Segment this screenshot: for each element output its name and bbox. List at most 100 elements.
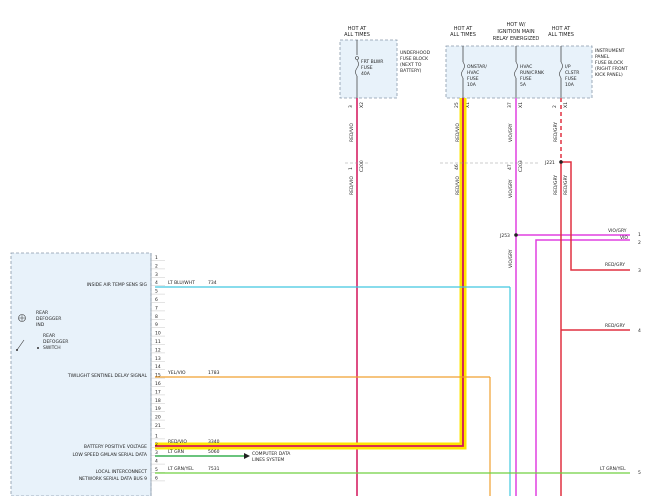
right-ref-label-2: VIO: [620, 235, 628, 241]
switch-terminal-icon: [37, 347, 39, 349]
j253-splice: [514, 233, 518, 237]
module-pin-8: 8: [155, 314, 158, 320]
wire-color-734: LT BLU/WHT: [168, 280, 195, 286]
wire-color-5060: LT GRN: [168, 449, 184, 455]
module-pin-11: 11: [155, 339, 161, 345]
module-pin-24: 3: [155, 450, 158, 456]
right-ref-num-4: 4: [638, 328, 641, 334]
onstar-pin-conn: X1: [465, 102, 471, 108]
wire-label-vio-gry-3: VIO/GRY: [508, 249, 514, 268]
circuit-7531: 7531: [208, 466, 220, 472]
switch-contact-icon: [16, 339, 25, 351]
rear-defogger-ind-l1: REAR: [36, 310, 48, 316]
rear-defogger-sw-l2: DEFOGGER: [43, 339, 68, 345]
module-pin-9: 9: [155, 322, 158, 328]
module-pin-6: 6: [155, 297, 158, 303]
clstr-fuse-icon: [559, 61, 563, 79]
frt-blwr-label: FRT BLWR: [361, 59, 383, 65]
right-ref-label-5: LT GRN/YEL: [600, 466, 626, 472]
computer-data-l1: COMPUTER DATA: [252, 451, 291, 457]
wire-label-red-gry-2: RED/GRY: [553, 175, 559, 195]
c203-name: C203: [518, 160, 524, 172]
circuit-5060: 5060: [208, 449, 220, 455]
module-pin-12: 12: [155, 347, 161, 353]
hot-label-ign-3: RELAY ENERGIZED: [493, 36, 540, 42]
onstar-fuse-l2: HVAC: [467, 70, 479, 76]
module-pin-4: 4: [155, 280, 158, 286]
module-pin-16: 16: [155, 381, 161, 387]
hot-label-onstar-2: ALL TIMES: [450, 32, 476, 38]
wire-label-red-vio-2: RED/VIO: [349, 176, 355, 195]
highlight-battery-circuit: [155, 98, 467, 450]
wire-label-red-vio-3: RED/VIO: [455, 123, 461, 142]
wire-label-red-vio-1: RED/VIO: [349, 123, 355, 142]
switch-pivot-icon: [16, 349, 18, 351]
wire-red-gry-ref3: [561, 161, 630, 271]
rear-defogger-ind-l3: IND: [36, 322, 45, 328]
ip-block-side-2: PANEL: [595, 54, 610, 60]
fuse-element-icon: [355, 59, 359, 77]
module-pin-2: 2: [155, 263, 158, 269]
right-ref-num-5: 5: [638, 470, 641, 476]
signal-gmlan: LOW SPEED GMLAN SERIAL DATA: [72, 452, 147, 458]
module-pin-3: 3: [155, 272, 158, 278]
underhood-pin-3: 3: [348, 105, 354, 108]
hot-label-ign-1: HOT W/: [507, 22, 526, 28]
module-pin-10: 10: [155, 331, 161, 337]
hvac-fuse-icon: [514, 61, 518, 79]
circuit-1783: 1783: [208, 370, 220, 376]
onstar-fuse-l4: 10A: [467, 82, 477, 88]
module-pin-14: 14: [155, 364, 161, 370]
module-pin-23: 2: [155, 442, 158, 448]
hot-label-onstar-1: HOT AT: [454, 26, 473, 32]
underhood-side-3: (NEXT TO: [400, 62, 422, 68]
hot-label-underhood-1: HOT AT: [348, 26, 367, 32]
underhood-fuse-block: [339, 39, 398, 99]
ip-block-side-3: FUSE BLOCK: [595, 60, 624, 66]
hot-label-clstr-1: HOT AT: [552, 26, 571, 32]
wire-color-1783: YEL/VIO: [167, 370, 186, 376]
wire-label-red-gry-3: RED/GRY: [563, 175, 569, 195]
clstr-pin-num: 2: [552, 105, 558, 108]
module-pin-25: 4: [155, 459, 158, 465]
c203-pin-47: 47: [507, 164, 513, 170]
ip-block-side-4: (RIGHT FRONT: [595, 66, 628, 72]
hvac-pin-num: 37: [507, 102, 513, 108]
signal-twilight-sentinel: TWILIGHT SENTINEL DELAY SIGNAL: [67, 373, 148, 379]
c203-pin-46: 46: [454, 164, 460, 170]
rear-defogger-sw-l1: REAR: [43, 333, 55, 339]
wire-color-7531: LT GRN/YEL: [168, 466, 194, 472]
module-pin-26: 5: [155, 467, 158, 473]
module-pin-21: 21: [155, 423, 161, 429]
hvac-fuse-l4: 5A: [520, 82, 527, 88]
hot-label-clstr-2: ALL TIMES: [548, 32, 574, 38]
right-ref-num-2: 2: [638, 240, 641, 246]
underhood-side-2: FUSE BLOCK: [400, 56, 429, 62]
hvac-fuse-l2: RUN/CRNK: [520, 70, 545, 76]
right-ref-label-3: RED/GRY: [605, 262, 625, 268]
module-pin-15: 15: [155, 373, 161, 379]
body-control-module: [10, 252, 152, 496]
right-ref-label-1: VIO/GRY: [608, 228, 627, 234]
ip-fuse-block: [445, 45, 593, 99]
j221-splice: [559, 160, 563, 164]
module-pin-19: 19: [155, 406, 161, 412]
hvac-fuse-l1: HVAC: [520, 64, 532, 70]
right-ref-num-1: 1: [638, 232, 641, 238]
underhood-pin-x2: X2: [359, 102, 365, 108]
wire-label-red-vio-4: RED/VIO: [455, 176, 461, 195]
hvac-pin-conn: X1: [518, 102, 524, 108]
module-pin-27: 6: [155, 475, 158, 481]
module-pin-17: 17: [155, 389, 161, 395]
clstr-fuse-l2: CLSTR: [565, 70, 579, 76]
module-pin-22: 1: [155, 433, 158, 439]
hot-label-underhood-2: ALL TIMES: [344, 32, 370, 38]
module-pin-20: 20: [155, 415, 161, 421]
signal-battery-positive: BATTERY POSITIVE VOLTAGE: [84, 444, 147, 450]
onstar-fuse-l3: FUSE: [467, 76, 479, 82]
rear-defogger-sw-l3: SWITCH: [43, 345, 61, 351]
right-ref-label-4: RED/GRY: [605, 323, 625, 329]
rear-defogger-ind-l2: DEFOGGER: [36, 316, 61, 322]
wire-vio-ref2: [535, 239, 630, 496]
